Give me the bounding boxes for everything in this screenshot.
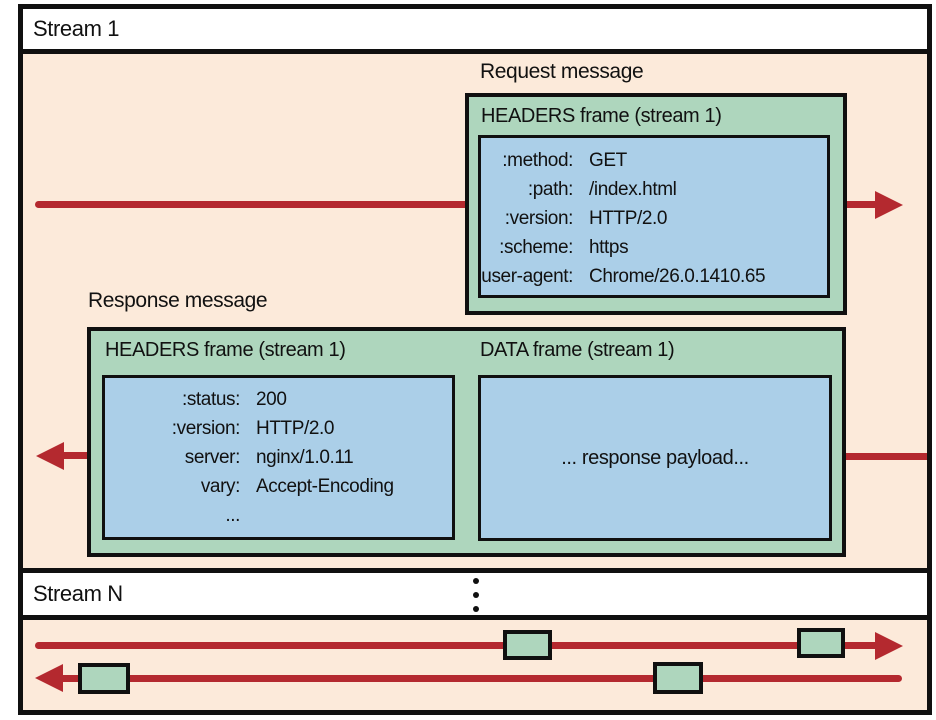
header-value: HTTP/2.0: [256, 418, 335, 439]
ellipsis-dot: [473, 578, 479, 584]
response-arrow-head-icon: [36, 442, 64, 470]
header-value: nginx/1.0.11: [256, 447, 354, 468]
request-headers-frame-title: HEADERS frame (stream 1): [481, 105, 722, 127]
ellipsis-dot: [473, 606, 479, 612]
header-value: [256, 501, 452, 530]
response-frames-box: HEADERS frame (stream 1) DATA frame (str…: [87, 327, 846, 557]
header-key: vary:: [200, 476, 241, 497]
streamN-content-area: [23, 620, 927, 710]
streamN-request-arrow-head-icon: [875, 632, 903, 660]
response-payload-text: ... response payload...: [561, 446, 749, 469]
response-payload-box: ... response payload...: [478, 375, 832, 541]
ellipsis-dot: [473, 592, 479, 598]
response-arrow-line-right: [845, 453, 927, 460]
response-headers-frame-title: HEADERS frame (stream 1): [105, 339, 346, 361]
header-key: user-agent:: [481, 266, 573, 287]
header-key: :version:: [504, 208, 574, 229]
header-key: server:: [184, 447, 241, 468]
request-arrow-line: [35, 201, 877, 208]
stream1-content-area: Request message HEADERS frame (stream 1)…: [23, 54, 927, 573]
response-headers-list: :status: 200 :version: HTTP/2.0 server: nginx…: [102, 375, 455, 540]
streamN-frame-marker: [653, 662, 703, 694]
header-value: HTTP/2.0: [589, 208, 668, 229]
request-headers-list: :method: GET :path: /index.html :version: HTT…: [478, 135, 830, 298]
response-data-frame-title: DATA frame (stream 1): [480, 339, 675, 361]
header-key: :path:: [527, 179, 574, 200]
streamN-frame-marker: [78, 663, 130, 694]
streamN-request-arrow-line: [35, 642, 878, 649]
stream1-title: Stream 1: [33, 16, 120, 41]
header-key: :scheme:: [499, 237, 573, 258]
stream1-header-row: Stream 1: [23, 9, 927, 54]
request-message-label: Request message: [480, 60, 644, 83]
header-key: :status:: [181, 389, 240, 410]
streamN-frame-marker: [503, 630, 552, 660]
request-headers-frame: HEADERS frame (stream 1) :method: GET :pat…: [465, 93, 847, 315]
header-value: https: [589, 237, 629, 258]
header-value: Accept-Encoding: [256, 476, 394, 497]
header-value: GET: [589, 150, 627, 171]
streamN-response-arrow-head-icon: [35, 664, 63, 692]
streamN-title: Stream N: [33, 581, 123, 606]
header-value: /index.html: [589, 179, 677, 200]
vertical-ellipsis-icon: [473, 578, 479, 612]
header-value: Chrome/26.0.1410.65: [589, 266, 766, 287]
request-arrow-head-icon: [875, 191, 903, 219]
header-value: 200: [256, 389, 287, 410]
diagram-frame: Stream 1 Request message HEADERS frame (…: [18, 4, 932, 715]
response-message-label: Response message: [88, 289, 268, 312]
header-key: :version:: [171, 418, 241, 439]
response-arrow-line-left: [62, 452, 92, 459]
streamN-response-arrow-line: [60, 675, 902, 682]
header-key: :method:: [502, 150, 573, 171]
streamN-header-row: Stream N: [23, 573, 927, 620]
streamN-frame-marker: [797, 628, 845, 658]
header-key: ...: [225, 505, 240, 526]
